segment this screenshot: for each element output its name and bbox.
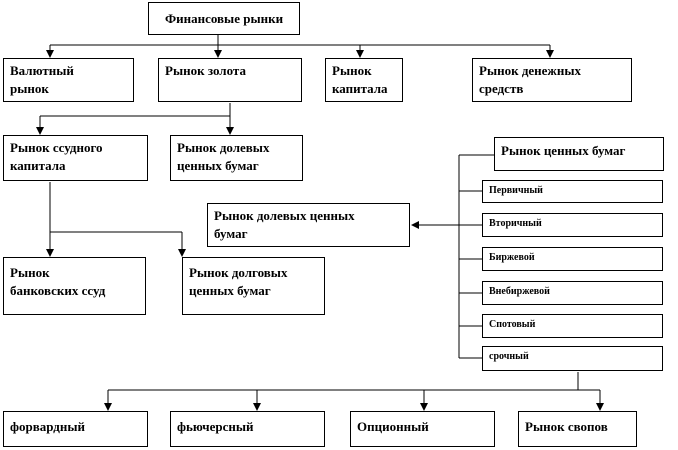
node-segment-term: срочный bbox=[482, 346, 663, 371]
node-capital-market: Рынок капитала bbox=[325, 58, 403, 102]
node-capital-market-label: Рынок капитала bbox=[332, 63, 388, 96]
node-equity-securities-market: Рынок долевых ценных бумаг bbox=[170, 135, 303, 181]
node-swaps-label: Рынок свопов bbox=[525, 419, 608, 434]
node-bank-loans-market-label: Рынок банковских ссуд bbox=[10, 265, 106, 298]
node-debt-securities-market-label: Рынок долговых ценных бумаг bbox=[189, 265, 288, 298]
node-securities-market: Рынок ценных бумаг bbox=[494, 137, 664, 171]
node-debt-securities-market: Рынок долговых ценных бумаг bbox=[182, 257, 325, 315]
node-segment-spot-label: Спотовый bbox=[489, 319, 536, 330]
node-gold-market: Рынок золота bbox=[158, 58, 302, 102]
node-segment-exchange-label: Биржевой bbox=[489, 252, 535, 263]
node-equity-branch: Рынок долевых ценных бумаг bbox=[207, 203, 410, 247]
node-currency-market: Валютный рынок bbox=[3, 58, 134, 102]
node-bank-loans-market: Рынок банковских ссуд bbox=[3, 257, 146, 315]
node-financial-markets-label: Финансовые рынки bbox=[164, 11, 284, 26]
node-forward: форвардный bbox=[3, 411, 148, 447]
node-swaps: Рынок свопов bbox=[518, 411, 637, 447]
node-segment-term-label: срочный bbox=[489, 351, 529, 362]
node-segment-otc: Внебиржевой bbox=[482, 281, 663, 305]
node-forward-label: форвардный bbox=[10, 419, 86, 434]
node-loan-capital-market-label: Рынок ссудного капитала bbox=[10, 140, 103, 173]
node-option: Опционный bbox=[350, 411, 495, 447]
node-option-label: Опционный bbox=[357, 419, 429, 434]
node-financial-markets: Финансовые рынки bbox=[148, 2, 300, 35]
node-segment-otc-label: Внебиржевой bbox=[489, 286, 550, 297]
node-money-market-label: Рынок денежных средств bbox=[479, 63, 581, 96]
node-futures: фьючерсный bbox=[170, 411, 325, 447]
node-segment-primary: Первичный bbox=[482, 180, 663, 203]
node-segment-secondary-label: Вторичный bbox=[489, 218, 542, 229]
node-equity-securities-market-label: Рынок долевых ценных бумаг bbox=[177, 140, 270, 173]
node-securities-market-label: Рынок ценных бумаг bbox=[501, 143, 626, 158]
node-gold-market-label: Рынок золота bbox=[165, 63, 246, 78]
node-futures-label: фьючерсный bbox=[177, 419, 254, 434]
node-loan-capital-market: Рынок ссудного капитала bbox=[3, 135, 148, 181]
node-currency-market-label: Валютный рынок bbox=[10, 63, 74, 96]
node-segment-secondary: Вторичный bbox=[482, 213, 663, 237]
node-money-market: Рынок денежных средств bbox=[472, 58, 632, 102]
node-segment-spot: Спотовый bbox=[482, 314, 663, 338]
node-segment-primary-label: Первичный bbox=[489, 185, 543, 196]
node-equity-branch-label: Рынок долевых ценных бумаг bbox=[214, 208, 355, 241]
node-segment-exchange: Биржевой bbox=[482, 247, 663, 271]
